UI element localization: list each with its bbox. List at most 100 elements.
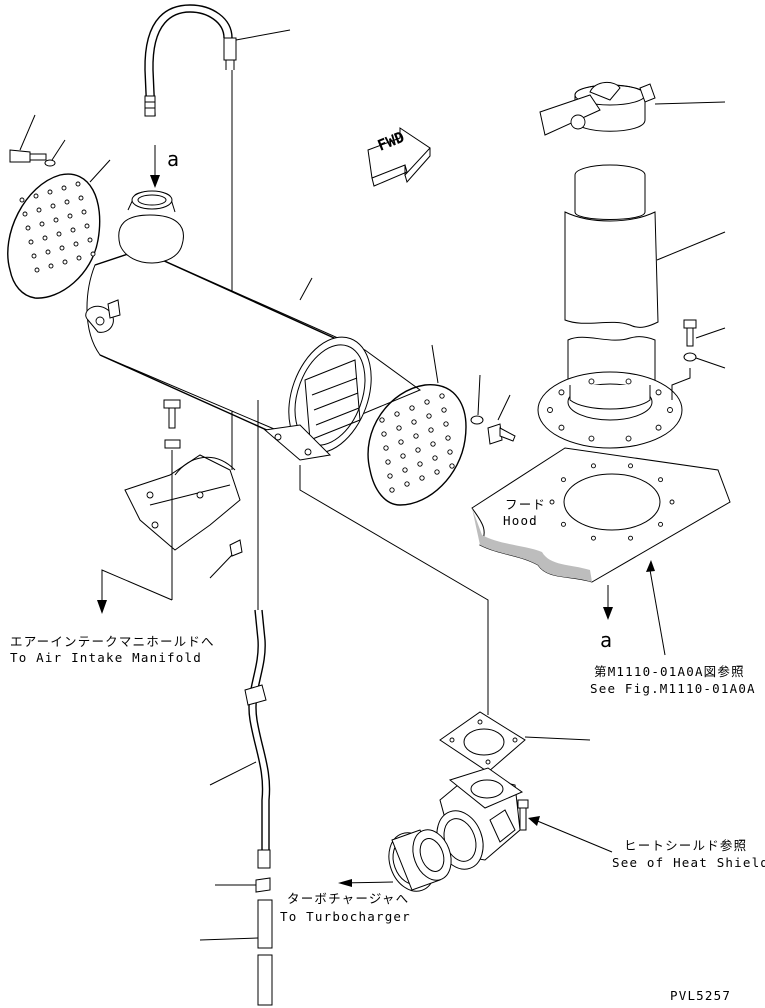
elbow-connector [436,767,613,870]
bolt-hole [449,463,455,469]
bolt-hole [62,259,68,265]
bolt-hole [387,473,393,479]
bolt-hole [669,499,675,505]
bolt-hole [561,477,566,483]
bolt-hole [428,427,434,433]
bolt-hole [61,185,67,191]
left-cover-plate [7,114,111,299]
bolt-hole [70,227,76,233]
bolt-hole [34,267,40,273]
bolt-hole [447,449,453,455]
bolt-hole [667,407,673,413]
rain-cap [539,82,726,136]
bolt-hole [36,207,42,213]
bolt-hole [547,407,553,413]
bolt-hole [404,481,410,487]
bolt-hole [31,253,37,259]
view-marker-a-bottom: a [600,628,613,652]
bolt-hole [81,209,87,215]
bolt-hole [75,181,81,187]
drawing-code: PVL5257 [670,988,732,1003]
turbo-label-jp: ターボチャージャへ [287,891,410,906]
bolt-hole [78,195,84,201]
bolt-hole [39,221,45,227]
bolt-hole [33,193,39,199]
bolt-hole [443,421,449,427]
bolt-hole [59,245,65,251]
bolt-hole [625,378,632,385]
bolt-hole [655,424,662,431]
exhaust-stack [564,164,726,396]
bolt-hole [434,469,440,475]
bolt-hole [430,441,436,447]
bolt-hole [381,431,387,437]
bolt-hole [400,453,406,459]
bolt-hole [383,445,389,451]
air-intake-label-en: To Air Intake Manifold [10,650,202,665]
bolt-hole [415,447,421,453]
muffler-bracket [97,399,243,614]
bolt-hole [73,241,79,247]
bolt-hole [56,231,62,237]
bolt-hole [409,405,415,411]
muffler-inlet-pipe [118,145,184,264]
heat-shield-label-jp: ヒートシールド参照 [624,838,748,853]
bolt-hole [42,235,48,241]
bolt-hole [19,197,25,203]
bolt-hole [45,249,51,255]
bolt-hole [47,189,53,195]
heat-shield-label-en: See of Heat Shield [612,855,765,870]
see-fig-label-jp: 第M1110-01A0A図参照 [594,664,745,679]
bolt-hole [628,463,633,469]
bolt-hole [25,225,31,231]
bolt-hole [417,461,423,467]
bolt-hole [561,521,566,527]
air-intake-label-jp: エアーインテークマニホールドへ [10,634,215,649]
bolt-hole [53,217,59,223]
right-cover-plate [367,344,516,506]
bolt-hole [558,424,565,431]
bolt-hole [64,199,70,205]
bolt-hole [441,407,447,413]
bolt-hole [379,417,385,423]
gasket [299,465,591,773]
muffler-body [85,249,422,461]
bolt-hole [411,419,417,425]
bolt-hole [48,263,54,269]
bolt-hole [628,535,633,541]
forward-direction-arrow [367,127,431,187]
bolt-hole [396,425,402,431]
bolt-hole [426,413,432,419]
bolt-hole [67,213,73,219]
bolt-hole [439,393,445,399]
bolt-hole [385,459,391,465]
bolt-hole [558,389,565,396]
bolt-hole [549,499,555,505]
bolt-hole [658,521,663,527]
bolt-hole [658,477,663,483]
bolt-hole [389,487,395,493]
bolt-hole [76,255,82,261]
bolt-hole [413,433,419,439]
turbo-label-en: To Turbocharger [280,909,411,924]
bolt-hole [87,237,93,243]
bolt-hole [445,435,451,441]
drain-tube [199,400,273,1006]
bolt-hole [432,455,438,461]
bolt-hole [655,389,662,396]
bolt-hole [625,435,632,442]
bolt-hole [588,378,595,385]
bolt-hole [402,467,408,473]
bolt-hole [28,239,34,245]
stack-flange [537,319,726,449]
view-marker-a-top: a [167,147,180,171]
bolt-hole [591,463,596,469]
bolt-hole [419,475,425,481]
bolt-hole [394,411,400,417]
bolt-hole [90,251,96,257]
hood-label-en: Hood [503,513,538,528]
hood-label-jp: フード [505,497,547,512]
bolt-hole [588,435,595,442]
bolt-hole [398,439,404,445]
